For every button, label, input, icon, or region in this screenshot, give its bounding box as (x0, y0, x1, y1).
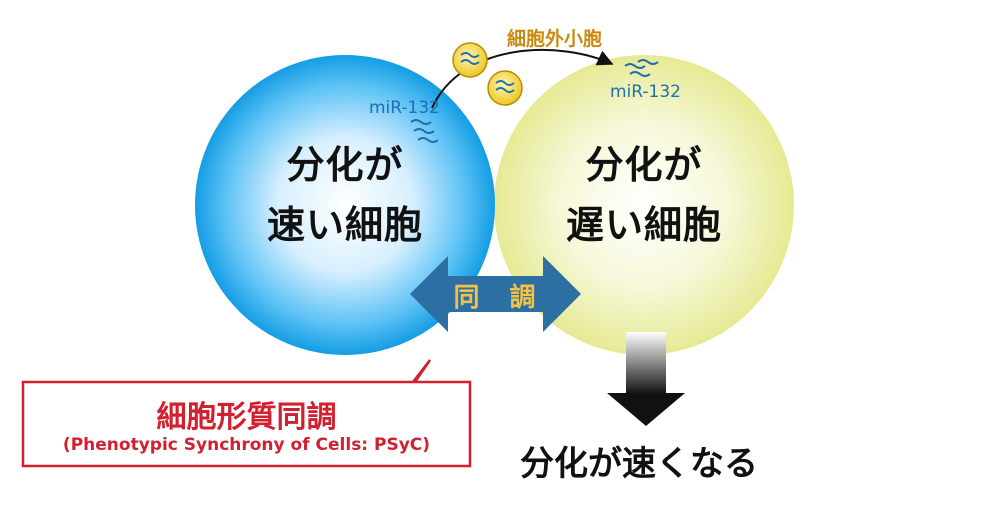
slow-cell-line1: 分化が (585, 143, 703, 187)
vesicle-label: 細胞外小胞 (507, 28, 603, 50)
callout-box (21, 359, 472, 468)
sync-label: 同 調 (453, 283, 538, 313)
vesicle-icon (452, 42, 488, 78)
mirna-squiggle-icon (624, 59, 659, 77)
fast-cell-line2: 速い細胞 (266, 202, 423, 247)
double-arrow-icon (410, 256, 581, 332)
callout-title: 細胞形質同調 (156, 400, 337, 435)
mirna-squiggle-icon (410, 119, 439, 143)
slow-cell-line2: 遅い細胞 (565, 202, 722, 247)
slow-mirna-label: miR-132 (610, 82, 681, 102)
vesicle-icon (487, 70, 523, 106)
fast-cell-line1: 分化が (286, 143, 404, 187)
transfer-arrow-icon (431, 48, 614, 109)
callout-subtitle: (Phenotypic Synchrony of Cells: PSyC) (62, 435, 431, 455)
slow-cell-label: 分化が 遅い細胞 (554, 143, 734, 248)
fast-mirna-label: miR-132 (369, 98, 440, 118)
result-label: 分化が速くなる (520, 444, 758, 484)
down-arrow-icon (607, 332, 685, 426)
fast-cell-label: 分化が 速い細胞 (255, 143, 435, 248)
slow-cell (494, 55, 794, 355)
